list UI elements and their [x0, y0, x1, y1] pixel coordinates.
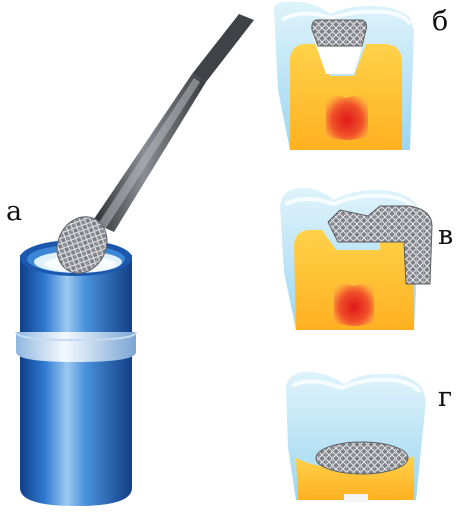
dental-spatula-icon — [92, 14, 254, 232]
label-g: г — [438, 382, 453, 413]
label-b: б — [432, 6, 449, 37]
amalgam-container-icon — [15, 240, 137, 506]
amalgam-portion — [56, 216, 108, 274]
molar-tooth-icon — [286, 371, 426, 502]
molar-tooth-icon — [280, 187, 433, 330]
label-v: в — [438, 220, 454, 251]
molar-tooth-icon — [274, 1, 414, 150]
label-a: а — [6, 196, 23, 227]
